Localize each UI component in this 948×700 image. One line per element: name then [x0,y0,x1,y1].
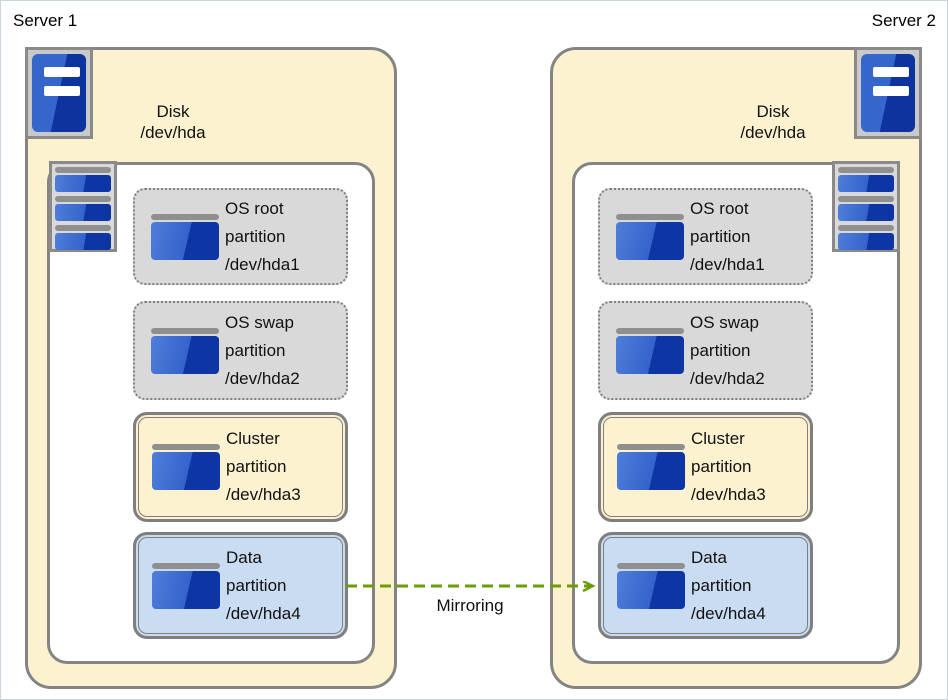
server-1-title: Server 1 [13,11,78,30]
disk-platter-icon [55,196,111,221]
partition-os-swap: OS swap partition /dev/hda2 [133,301,348,400]
partition-icon [152,444,220,490]
partition-label: Cluster partition /dev/hda3 [691,425,766,509]
partition-device: /dev/hda3 [691,485,766,504]
disk-stack-icon [49,161,117,252]
disk-platter-icon [55,225,111,250]
server-drive-slot-icon [44,86,80,96]
disk-label-line2: /dev/hda [740,123,806,142]
server-drive-slot-icon [873,67,909,77]
partition-device: /dev/hda4 [691,603,766,623]
partition-word: partition [691,575,752,595]
server-drive-slot-icon [873,86,909,96]
partition-name: Cluster [226,429,280,448]
partition-data: Data partition /dev/hda4 [133,532,348,639]
partition-name: Cluster [691,429,745,448]
server-2-group: Disk /dev/hda OS root partition /dev/hda… [550,47,922,689]
partition-word: partition [691,457,752,476]
disk-platter-icon [838,167,894,192]
disk-stack-icon [832,161,900,252]
partition-os-swap: OS swap partition /dev/hda2 [598,301,813,400]
partition-icon [151,213,219,260]
partition-label: Cluster partition /dev/hda3 [226,425,301,509]
disk-label-line2: /dev/hda [140,123,206,142]
partition-device: /dev/hda4 [226,603,301,623]
server-1-group: Disk /dev/hda OS root partition /dev/hda… [25,47,397,689]
partition-label: OS root partition /dev/hda1 [225,195,300,279]
server-tower-icon [32,54,86,132]
partition-icon [617,444,685,490]
partition-os-root: OS root partition /dev/hda1 [133,188,348,285]
partition-device: /dev/hda2 [225,368,300,388]
partition-name: Data [226,547,262,567]
partition-word: partition [690,226,751,246]
partition-word: partition [690,340,751,360]
disk-label: Disk /dev/hda [93,101,253,143]
server-icon [25,47,93,139]
partition-icon [616,327,684,374]
disk-platter-icon [838,196,894,221]
partition-data: Data partition /dev/hda4 [598,532,813,639]
mirroring-arrow [346,569,608,603]
partition-device: /dev/hda3 [226,485,301,504]
partition-os-root: OS root partition /dev/hda1 [598,188,813,285]
partition-icon [616,213,684,260]
partition-word: partition [225,340,286,360]
partition-cluster: Cluster partition /dev/hda3 [598,412,813,522]
partition-label: OS swap partition /dev/hda2 [690,309,765,393]
partition-cluster: Cluster partition /dev/hda3 [133,412,348,522]
partition-word: partition [226,457,287,476]
partition-name: OS swap [690,312,759,332]
partition-word: partition [226,575,287,595]
disk-platter-icon [55,167,111,192]
partition-icon [151,327,219,374]
partition-label: Data partition /dev/hda4 [226,544,301,628]
partition-icon [617,562,685,609]
partition-device: /dev/hda1 [690,254,765,274]
partition-name: OS swap [225,312,294,332]
disk-label-line1: Disk [756,102,790,121]
disk-platter-icon [838,225,894,250]
partition-name: OS root [225,198,284,218]
partition-label: OS root partition /dev/hda1 [690,195,765,279]
partition-device: /dev/hda1 [225,254,300,274]
partition-label: Data partition /dev/hda4 [691,544,766,628]
partition-name: Data [691,547,727,567]
partition-word: partition [225,226,286,246]
server-2-title: Server 2 [871,11,936,30]
server-tower-icon [861,54,915,132]
disk-label-line1: Disk [156,102,190,121]
partition-label: OS swap partition /dev/hda2 [225,309,300,393]
partition-name: OS root [690,198,749,218]
disk-label: Disk /dev/hda [693,101,853,143]
partition-device: /dev/hda2 [690,368,765,388]
server-drive-slot-icon [44,67,80,77]
server-icon [854,47,922,139]
mirroring-label: Mirroring [436,596,504,615]
partition-icon [152,562,220,609]
